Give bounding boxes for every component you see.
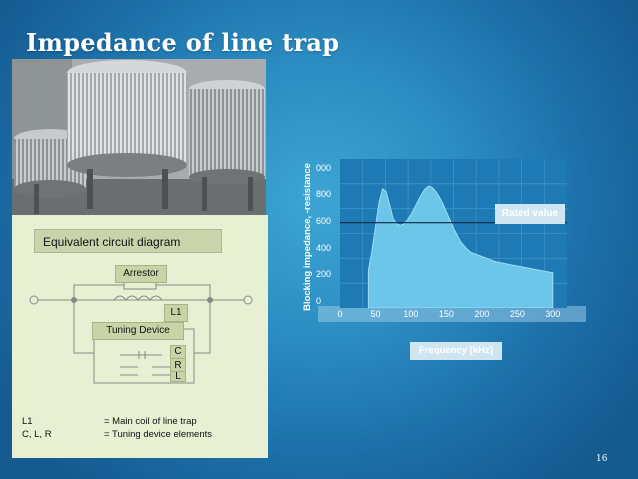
c-label: C [170,345,186,359]
l1-label: L1 [164,304,188,322]
legend-key: L1 [22,416,33,427]
page-number: 16 [596,454,608,464]
circuit-legend: L1 = Main coil of line trap C, L, R = Tu… [22,416,254,452]
y-tick-label: 200 [316,269,332,280]
y-tick-label: 0 [316,296,322,306]
x-axis-label: Frequency [kHz] [410,342,502,360]
x-tick-label: 150 [438,309,454,319]
x-tick-label: 50 [370,309,381,319]
l-label: L [170,371,186,382]
impedance-curve [367,185,554,309]
legend-key: C, L, R [22,429,52,440]
circuit-diagram-title: Equivalent circuit diagram [34,229,222,253]
line-trap-photo [12,59,266,215]
impedance-chart [340,159,567,309]
chart-plot-area [340,159,567,309]
y-tick-label: 800 [316,189,332,200]
legend-value: = Tuning device elements [104,429,212,440]
x-tick-label: 200 [474,309,490,319]
y-tick-label: 600 [316,215,332,226]
y-axis-label: Blocking impedance, -resistance [302,163,313,311]
x-tick-label: 100 [403,309,419,319]
x-tick-label: 0 [337,309,343,319]
x-tick-label: 250 [509,309,525,319]
y-tick-label: 400 [316,242,332,253]
slide-title: Impedance of line trap [26,28,340,57]
x-axis-band [318,306,586,322]
arrestor-label: Arrestor [115,265,167,283]
y-tick-label: 000 [316,162,332,173]
legend-value: = Main coil of line trap [104,416,197,427]
rated-value-label: Rated value [495,204,565,224]
tuning-device-label: Tuning Device [92,322,184,340]
x-tick-label: 300 [545,309,561,319]
